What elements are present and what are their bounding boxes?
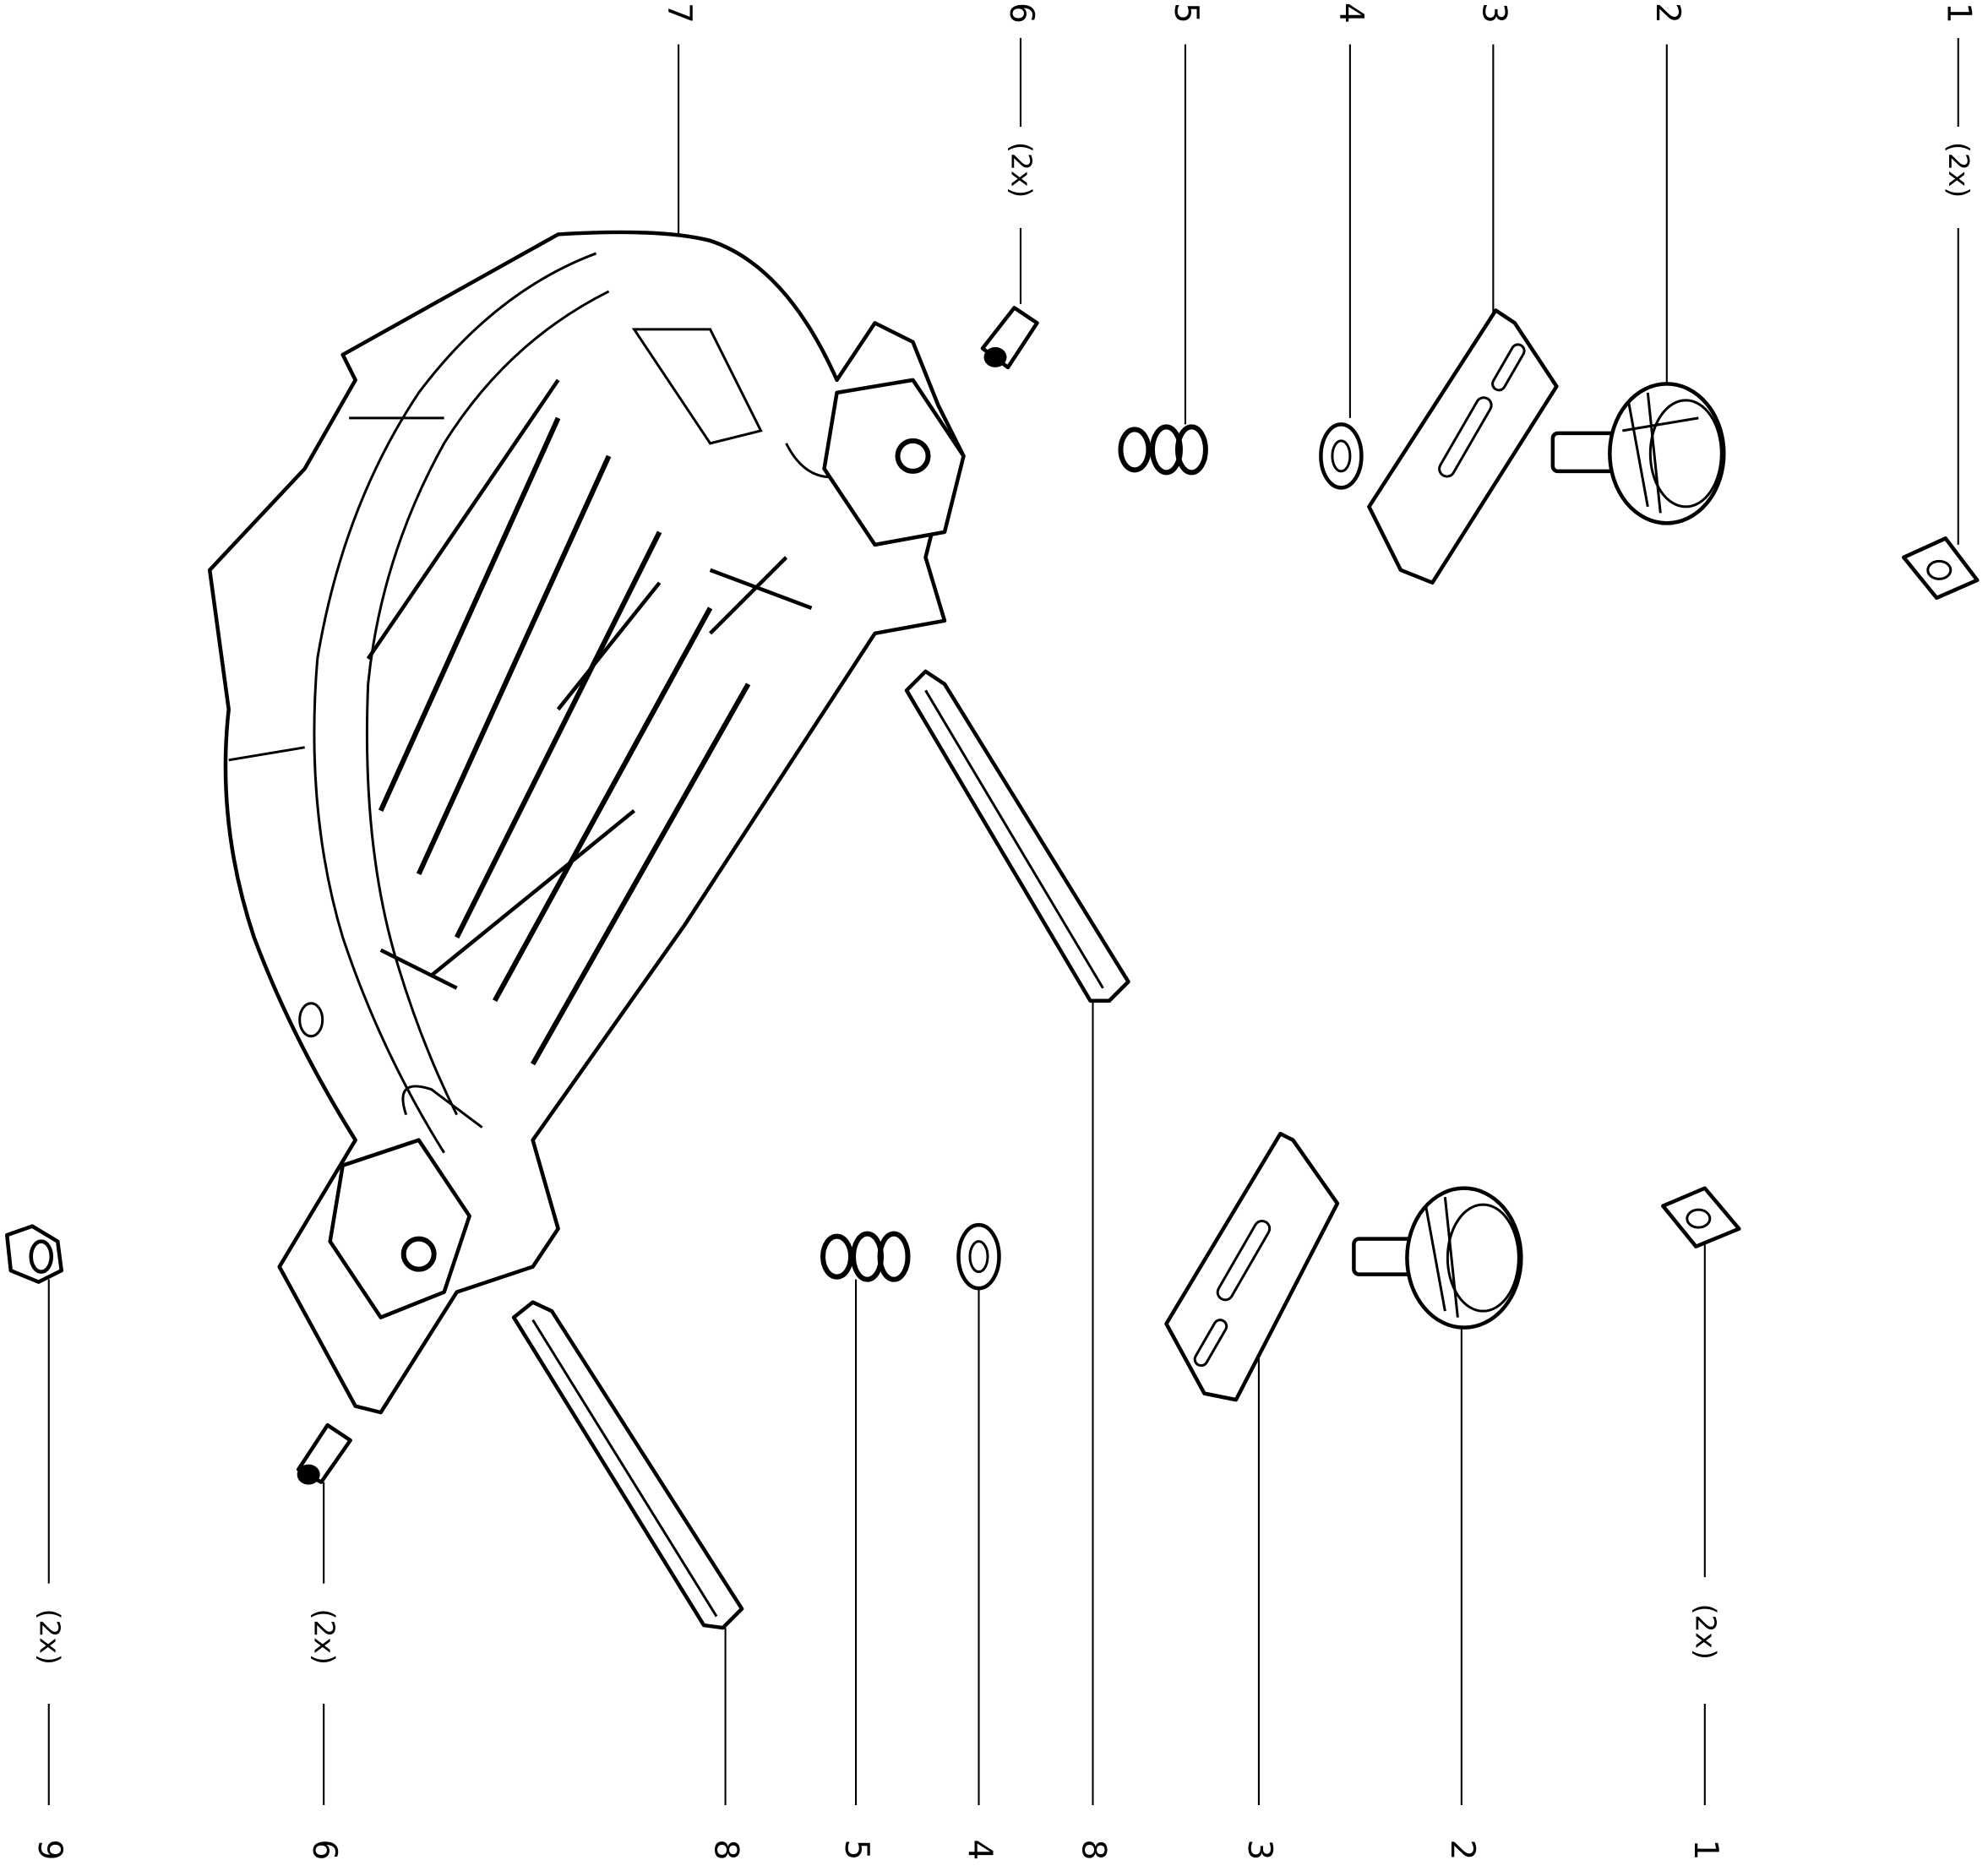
washer-part-4 <box>1319 422 1364 490</box>
spring-part-5 <box>1118 424 1208 476</box>
bottom-callouts: 1 (2x) 2 3 8 4 5 8 6 (2x) 9 (2x) <box>30 1000 1724 1861</box>
callout-9-bottom-qty: (2x) <box>33 1609 66 1665</box>
clamp-plate-part-3b <box>1164 1131 1340 1402</box>
bushing-part-6 <box>980 306 1039 370</box>
clamp-plate-part-3 <box>1367 308 1559 585</box>
callout-6-top-qty: (2x) <box>1005 142 1038 198</box>
callout-6-bottom: 6 <box>305 1840 343 1861</box>
bushing-part-6b <box>296 1422 352 1485</box>
callout-6-top: 6 <box>1002 3 1040 24</box>
square-nut-part-1 <box>1902 536 1980 601</box>
callout-3-top: 3 <box>1474 3 1512 24</box>
rod-part-8 <box>904 669 1130 1003</box>
housing-part-7 <box>207 230 966 1415</box>
callout-9-bottom: 9 <box>30 1840 68 1861</box>
callout-4-top: 4 <box>1332 3 1370 24</box>
rod-part-8b <box>511 1300 744 1630</box>
callout-1-bottom: 1 <box>1686 1840 1724 1861</box>
square-nut-part-1b <box>1661 1186 1741 1248</box>
washer-part-4b <box>956 1222 1001 1291</box>
hex-nut-part-9 <box>5 1224 63 1284</box>
callout-7-top: 7 <box>660 3 698 24</box>
knob-part-2 <box>1550 382 1726 525</box>
spring-part-5b <box>820 1231 911 1282</box>
callout-1-bottom-qty: (2x) <box>1689 1604 1722 1660</box>
callout-5-bottom: 5 <box>837 1840 875 1861</box>
callout-8b-bottom: 8 <box>707 1840 745 1861</box>
top-callouts: 1 (2x) 2 3 4 5 6 (2x) 7 <box>660 3 1978 545</box>
knob-part-2b <box>1352 1186 1523 1330</box>
callout-3-bottom: 3 <box>1240 1840 1278 1861</box>
callout-2-bottom: 2 <box>1443 1840 1481 1861</box>
callout-8-bottom: 8 <box>1074 1840 1112 1861</box>
callout-6-bottom-qty: (2x) <box>308 1609 341 1665</box>
callout-4-bottom: 4 <box>961 1840 999 1861</box>
housing-ribs <box>366 328 863 1129</box>
callout-5-top: 5 <box>1167 3 1205 24</box>
callout-1-top-qty: (2x) <box>1942 142 1975 198</box>
callout-1-top: 1 <box>1940 3 1978 24</box>
callout-2-top: 2 <box>1648 3 1686 24</box>
